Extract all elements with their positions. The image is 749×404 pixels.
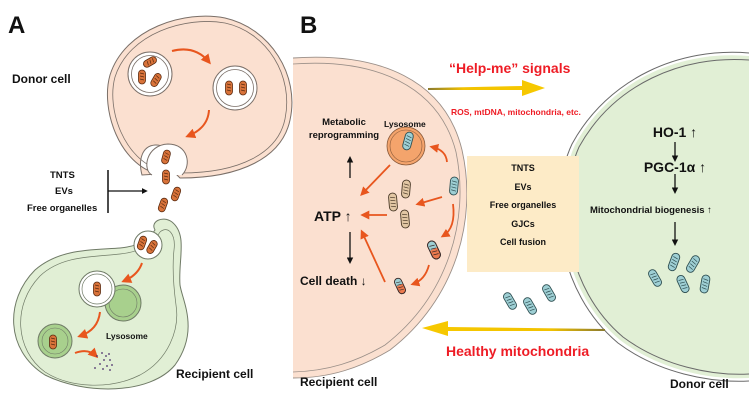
orange-arrow (415, 196, 443, 207)
healthy-mitochondria-label: Healthy mitochondria (446, 343, 590, 359)
panel-b-recipient-label: Recipient cell (300, 375, 378, 389)
metabolic-label: Metabolic (322, 117, 366, 128)
panel-b-letter: B (300, 12, 318, 39)
transit-mitochondrion (540, 282, 558, 304)
donor-budding-vesicle (146, 143, 188, 185)
tan-mitochondrion (387, 192, 399, 212)
orange-arrow (185, 109, 210, 139)
recipient-autolysosome (37, 323, 73, 359)
panel-a-mechanism-free-organelles: Free organelles (27, 203, 98, 214)
orange-arrow (360, 229, 386, 283)
orange-arrow (77, 311, 101, 339)
cell-death-label: Cell death ↓ (300, 274, 367, 288)
panel-a-donor-cell (106, 15, 293, 179)
orange-arrow (121, 262, 143, 283)
orange-arrow (440, 203, 455, 238)
panel-b-donor-label: Donor cell (670, 377, 729, 391)
donor-vesicle-1 (127, 51, 173, 97)
ho1-label: HO-1 ↑ (652, 124, 698, 140)
mechanism-evs: EVs (514, 181, 532, 192)
transit-mitochondrion (501, 290, 519, 312)
orange-arrow (429, 143, 448, 163)
free-mitochondrion (169, 185, 183, 203)
tan-mitochondrion (400, 179, 412, 199)
degraded-debris (94, 352, 113, 371)
help-me-signals-sub: ROS, mtDNA, mitochondria, etc. (451, 107, 581, 117)
recipient-entry-vesicle (133, 230, 163, 260)
pgc1a-label: PGC-1α ↑ (643, 159, 707, 175)
atp-label: ATP ↑ (314, 208, 352, 224)
panel-a-letter: A (8, 12, 26, 39)
free-mitochondrion (156, 196, 170, 214)
panel-b-lysosome (386, 126, 426, 166)
panel-b-mechanism-box: TNTS EVs Free organelles GJCs Cell fusio… (467, 156, 579, 272)
reprogramming-label: reprogramming (308, 130, 380, 141)
panel-a-mechanism-evs: EVs (55, 186, 73, 197)
panel-a-mechanism-tnts: TNTS (50, 170, 75, 181)
panel-a-donor-label: Donor cell (12, 72, 71, 86)
panel-a-recipient-label: Recipient cell (176, 367, 254, 381)
tan-mitochondrion (399, 209, 411, 229)
orange-arrow (360, 164, 391, 196)
mechanism-gjcs: GJCs (511, 218, 535, 229)
panel-a-lysosome-label: Lysosome (106, 331, 148, 341)
donor-vesicle-2 (212, 65, 258, 111)
orange-arrow (171, 48, 211, 65)
panel-b-recipient-cell (292, 56, 468, 379)
mechanism-free-organelles: Free organelles (489, 200, 557, 210)
mitochondrial-biogenesis-label: Mitochondrial biogenesis ↑ (590, 205, 712, 216)
panel-b-donor-cell (558, 51, 749, 382)
mechanism-tnts: TNTS (511, 163, 535, 173)
panel-b-lysosome-label: Lysosome (384, 119, 426, 129)
orange-arrow (410, 264, 430, 287)
mechanism-cell-fusion: Cell fusion (499, 237, 546, 247)
mechanism-bracket (107, 170, 148, 213)
healthy-mitochondria-arrow (422, 321, 605, 336)
damaged-mitochondrion (448, 176, 460, 196)
help-me-signals-label: “Help-me” signals (449, 60, 571, 76)
orange-arrow (74, 347, 99, 359)
recipient-phagosome (78, 270, 116, 308)
transit-mitochondrion (521, 295, 539, 317)
help-me-signal-arrow (428, 80, 545, 96)
